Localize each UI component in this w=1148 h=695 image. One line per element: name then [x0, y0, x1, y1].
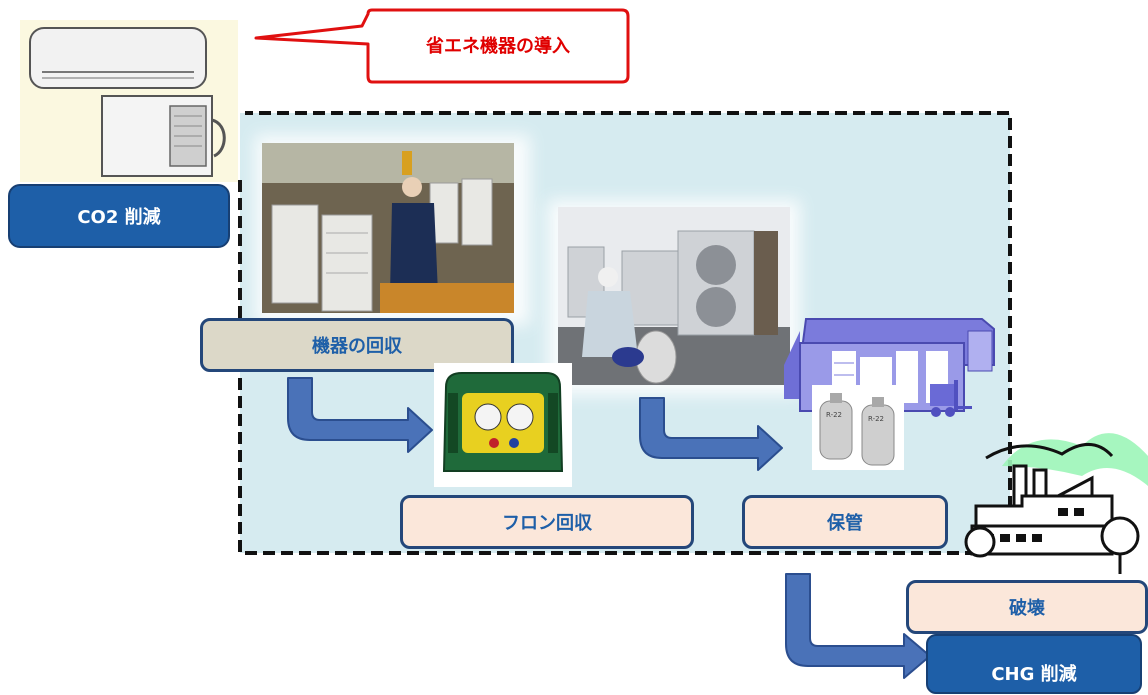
technician-photo [558, 207, 790, 385]
callout-bubble [254, 8, 630, 84]
storage-label: 保管 [742, 495, 948, 549]
gas-cylinders-image: R-22 R-22 [812, 385, 904, 470]
air-conditioner-icon [29, 27, 226, 177]
chg-reduction-text: CHG 削減 [991, 664, 1077, 685]
co2-reduction-label: CO2 削減 [8, 184, 230, 248]
factory-icon [964, 433, 1148, 574]
equipment-recovery-photo [262, 143, 514, 313]
arrow-recovery-to-freon [287, 377, 433, 453]
chg-reduction-label: CHG 削減 [926, 634, 1142, 694]
air-conditioner-image [20, 20, 238, 182]
cylinder-mark-2: R-22 [868, 415, 885, 423]
forklift-icon [930, 380, 972, 417]
arrow-storage-to-destroy [785, 573, 931, 679]
callout-text: 省エネ機器の導入 [426, 36, 570, 57]
cylinder-mark-1: R-22 [826, 411, 843, 419]
recovery-machine-photo [434, 363, 572, 487]
destruction-label: 破壊 [906, 580, 1148, 634]
arrow-technician-to-storage [639, 397, 783, 471]
freon-recovery-label: フロン回収 [400, 495, 694, 549]
